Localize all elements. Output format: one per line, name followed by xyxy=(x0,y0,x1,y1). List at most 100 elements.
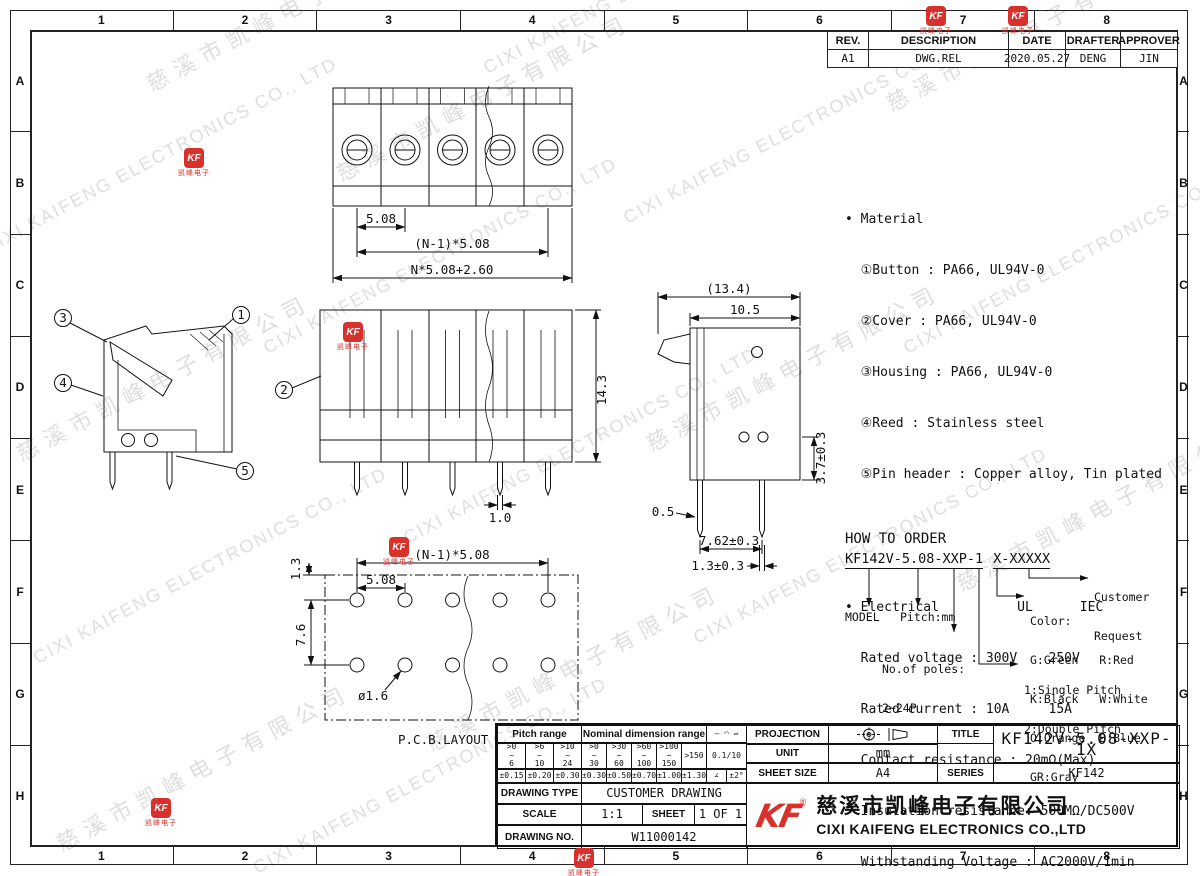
revision-value-cell: A1 xyxy=(827,49,869,68)
order-label-line: Request xyxy=(1094,629,1143,643)
grid-col-label: 8 xyxy=(1034,847,1178,865)
tolerance-range-cell: >10 ~ 24 xyxy=(553,743,582,769)
sheet-size-value: A4 xyxy=(828,763,938,783)
tolerance-angle-symbol: ∠ xyxy=(706,769,727,783)
stamp-caption: 凯峰电子 xyxy=(568,870,600,876)
electrical-specs: • Electrical UL IEC Rated voltage : 300V… xyxy=(845,565,1162,876)
dimension-label: 3.7±0.3 xyxy=(813,432,828,485)
unit-value: mm xyxy=(828,744,938,763)
grid-col-label: 6 xyxy=(747,847,891,865)
tolerance-value-cell: ±1.30 xyxy=(681,769,707,783)
tolerance-range-cell: >30 ~ 60 xyxy=(606,743,632,769)
sheet-value: 1 OF 1 xyxy=(694,804,747,825)
dimension-label: 1.3 xyxy=(288,558,303,581)
spec-line: Rated voltage : 300V 250V xyxy=(845,651,1080,666)
spec-line: ①Button : PA66, UL94V-0 xyxy=(845,263,1045,278)
grid-row-label: G xyxy=(1178,642,1189,745)
spec-line: Rated current : 10A 15A xyxy=(845,702,1072,717)
stamp-caption: 凯峰电子 xyxy=(178,170,210,177)
kaifeng-logo-icon: KF xyxy=(151,798,171,818)
side-view-drawing xyxy=(657,292,819,571)
grid-col-label: 3 xyxy=(316,847,460,865)
tolerance-value-cell: ±0.70 xyxy=(631,769,657,783)
order-label-line: Color: xyxy=(1030,614,1072,628)
spec-line: Contact resistance : 20mΩ(Max) xyxy=(845,753,1096,768)
order-label-line: GR:Gray xyxy=(1030,770,1079,784)
grid-row-label: B xyxy=(1178,131,1189,233)
series-value: KF142 xyxy=(993,763,1180,783)
grid-col-label: 1 xyxy=(97,849,105,863)
order-label-line: Customer xyxy=(1094,590,1150,604)
grid-row-label: A xyxy=(15,73,25,88)
stamp-caption: 凯峰电子 xyxy=(337,344,369,351)
tolerance-range-cell: >6 ~ 10 xyxy=(525,743,554,769)
tolerance-value-cell: ±0.30 xyxy=(581,769,607,783)
title-label: TITLE xyxy=(937,725,994,744)
sheet-label: SHEET xyxy=(642,804,695,825)
dimension-label: N*5.08+2.60 xyxy=(411,262,494,277)
grid-col-label: 1 xyxy=(97,13,105,27)
dimension-label: (N-1)*5.08 xyxy=(414,547,489,562)
company-block: KF® 慈溪市凯峰电子有限公司 CIXI KAIFENG ELECTRONICS… xyxy=(746,783,1180,849)
brand-stamp: KF 凯峰电子 xyxy=(568,848,600,876)
grid-col-label: 6 xyxy=(747,10,891,30)
tolerance-flatness: 0.1/10 xyxy=(706,743,747,769)
left-ruler: A B C D E F G H xyxy=(10,30,30,847)
projection-symbol xyxy=(828,725,938,744)
spec-line: ②Cover : PA66, UL94V-0 xyxy=(845,314,1037,329)
company-logo: KF® xyxy=(752,797,807,835)
dimension-label: 10.5 xyxy=(730,302,760,317)
spec-line: ④Reed : Stainless steel xyxy=(845,416,1045,431)
spec-notes: • Material ①Button : PA66, UL94V-0 ②Cove… xyxy=(845,143,1162,876)
order-label-line: O:Orange B:Blue xyxy=(1030,731,1141,745)
tolerance-range-cell: >100 ~ 150 xyxy=(656,743,682,769)
dimension-label: 7.62±0.3 xyxy=(699,533,759,548)
balloon-callout: 5 xyxy=(241,463,249,478)
order-label-line: G:Green R:Red xyxy=(1030,653,1134,667)
dimension-label: 1.3±0.3 xyxy=(691,558,744,573)
grid-row-label: A xyxy=(1179,73,1188,88)
dimension-label: 7.6 xyxy=(293,624,308,647)
dimension-label: 1.0 xyxy=(489,510,512,525)
tolerance-value-cell: ±0.20 xyxy=(525,769,554,783)
dimension-label: 0.5 xyxy=(652,504,675,519)
grid-col-label: 7 xyxy=(890,847,1035,865)
right-ruler: A B C D E F G H xyxy=(1178,30,1189,847)
title-value: KF142V-5.08-XXP-1X xyxy=(993,725,1180,763)
tolerance-range-cell: >150 xyxy=(681,743,707,769)
balloon-callout: 3 xyxy=(59,310,67,325)
revision-value-cell: 2020.05.27 xyxy=(1004,49,1070,68)
grid-row-label: F xyxy=(1178,540,1189,642)
grid-row-label: E xyxy=(1178,438,1189,540)
brand-stamp: KF 凯峰电子 xyxy=(178,148,210,178)
grid-col-label: 7 xyxy=(890,10,1035,30)
spec-line: Insulation resistance: 500MΩ/DC500V xyxy=(845,804,1135,819)
spec-line: ⑤Pin header : Copper alloy, Tin plated xyxy=(845,467,1162,482)
drawing-no-value: W11000142 xyxy=(581,825,747,849)
order-code-part1: KF142V-5.08-XXP-1 xyxy=(845,551,984,569)
tolerance-angle-value: ±2° xyxy=(726,769,747,783)
pcb-layout-drawing xyxy=(303,558,579,721)
revision-value-cell: JIN xyxy=(1120,49,1178,68)
kaifeng-logo-icon: KF xyxy=(343,322,363,342)
kaifeng-logo-icon: KF xyxy=(184,148,204,168)
order-label-pitch: Pitch:mm xyxy=(900,610,956,624)
grid-col-label: 2 xyxy=(172,10,317,30)
grid-col-label: 8 xyxy=(1034,10,1178,30)
grid-col-label: 4 xyxy=(459,10,604,30)
stamp-caption: 凯峰电子 xyxy=(920,28,952,35)
scale-value: 1:1 xyxy=(581,804,643,825)
kaifeng-logo-icon: KF xyxy=(574,848,594,868)
order-label-line: 1:Single Pitch xyxy=(1024,683,1121,697)
grid-row-label: C xyxy=(10,233,30,336)
dimension-label: 5.08 xyxy=(366,211,396,226)
revision-value-cell: DENG xyxy=(1065,49,1121,68)
brand-stamp: KF 凯峰电子 xyxy=(920,6,952,36)
order-label-line: No.of poles: xyxy=(882,662,966,676)
order-label-line: 2~24P xyxy=(882,701,917,715)
company-name-cn: 慈溪市凯峰电子有限公司 xyxy=(816,794,1070,818)
tolerance-range-cell: >0 ~ 30 xyxy=(581,743,607,769)
company-name-en: CIXI KAIFENG ELECTRONICS CO.,LTD xyxy=(816,820,1087,837)
first-angle-projection-icon xyxy=(857,727,908,742)
tolerance-range-cell: >0 ~ 6 xyxy=(497,743,526,769)
